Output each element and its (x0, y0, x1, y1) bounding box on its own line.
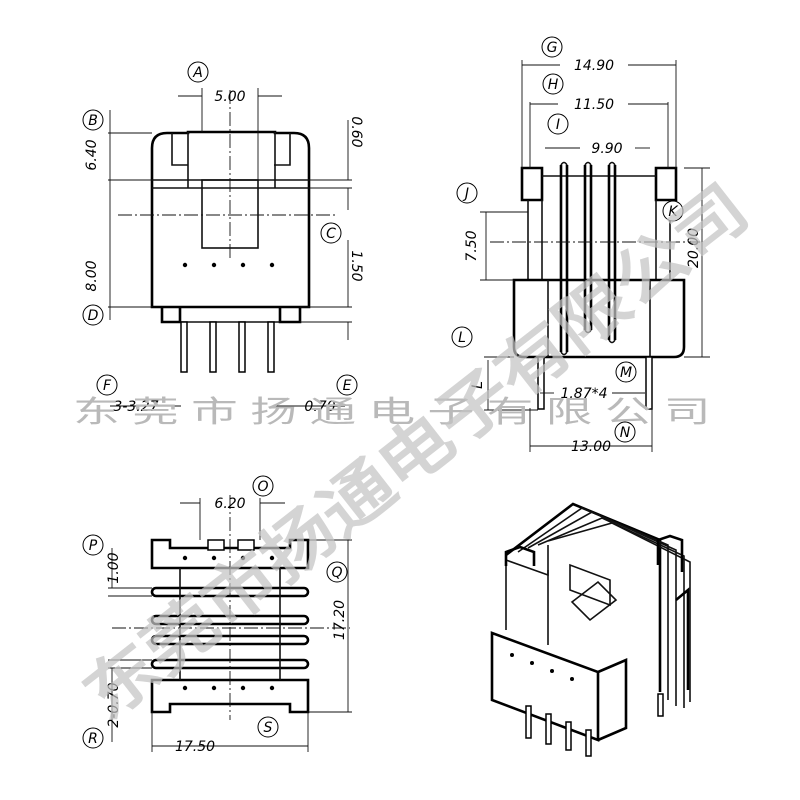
dim-o: 6.20 (214, 496, 245, 512)
dim-r: 2-0.70 (106, 682, 122, 727)
label-p: P (89, 538, 98, 554)
label-s: S (264, 720, 273, 736)
dim-n: 13.00 (571, 439, 611, 455)
dim-p: 1.00 (106, 552, 122, 583)
label-j: J (462, 186, 469, 202)
label-e: E (343, 378, 352, 394)
side-view (480, 60, 710, 452)
label-k: K (668, 204, 679, 220)
dim-k: 20.00 (686, 228, 702, 268)
dim-i: 9.90 (591, 141, 622, 157)
label-h: H (548, 77, 559, 93)
dim-e: 0.70 (304, 399, 335, 415)
dimension-values: 5.00 6.40 0.60 1.50 8.00 3-3.27 0.70 14.… (84, 58, 702, 755)
dim-d: 8.00 (84, 260, 100, 291)
dim-a: 5.00 (214, 89, 245, 105)
dim-l: L (470, 381, 486, 389)
dim-g: 14.90 (574, 58, 614, 74)
dim-j: 7.50 (464, 230, 480, 261)
label-b: B (88, 113, 98, 129)
isometric-view (490, 502, 691, 757)
label-q: Q (331, 565, 342, 581)
label-o: O (257, 479, 268, 495)
label-f: F (103, 378, 112, 394)
watermark-light: 东莞市扬通电子有限公司 (73, 395, 723, 430)
dim-h: 11.50 (574, 97, 614, 113)
reference-letters: A B C D E F G H I J K L M N O P Q R S (82, 36, 684, 749)
label-l: L (458, 330, 466, 346)
dim-m: 1.87*4 (560, 386, 607, 402)
dim-c-top: 0.60 (348, 116, 364, 147)
label-n: N (620, 425, 631, 441)
label-c: C (326, 226, 336, 242)
bottom-view (108, 495, 352, 752)
label-r: R (88, 731, 98, 747)
label-i: I (556, 117, 560, 133)
dim-b: 6.40 (84, 139, 100, 170)
dim-q: 17.20 (332, 600, 348, 640)
label-d: D (88, 308, 99, 324)
label-m: M (620, 365, 632, 381)
dim-s: 17.50 (175, 739, 215, 755)
label-g: G (547, 40, 558, 56)
dim-c: 1.50 (348, 250, 364, 281)
dim-f: 3-3.27 (113, 399, 158, 415)
label-a: A (192, 65, 203, 81)
front-view (108, 88, 352, 407)
